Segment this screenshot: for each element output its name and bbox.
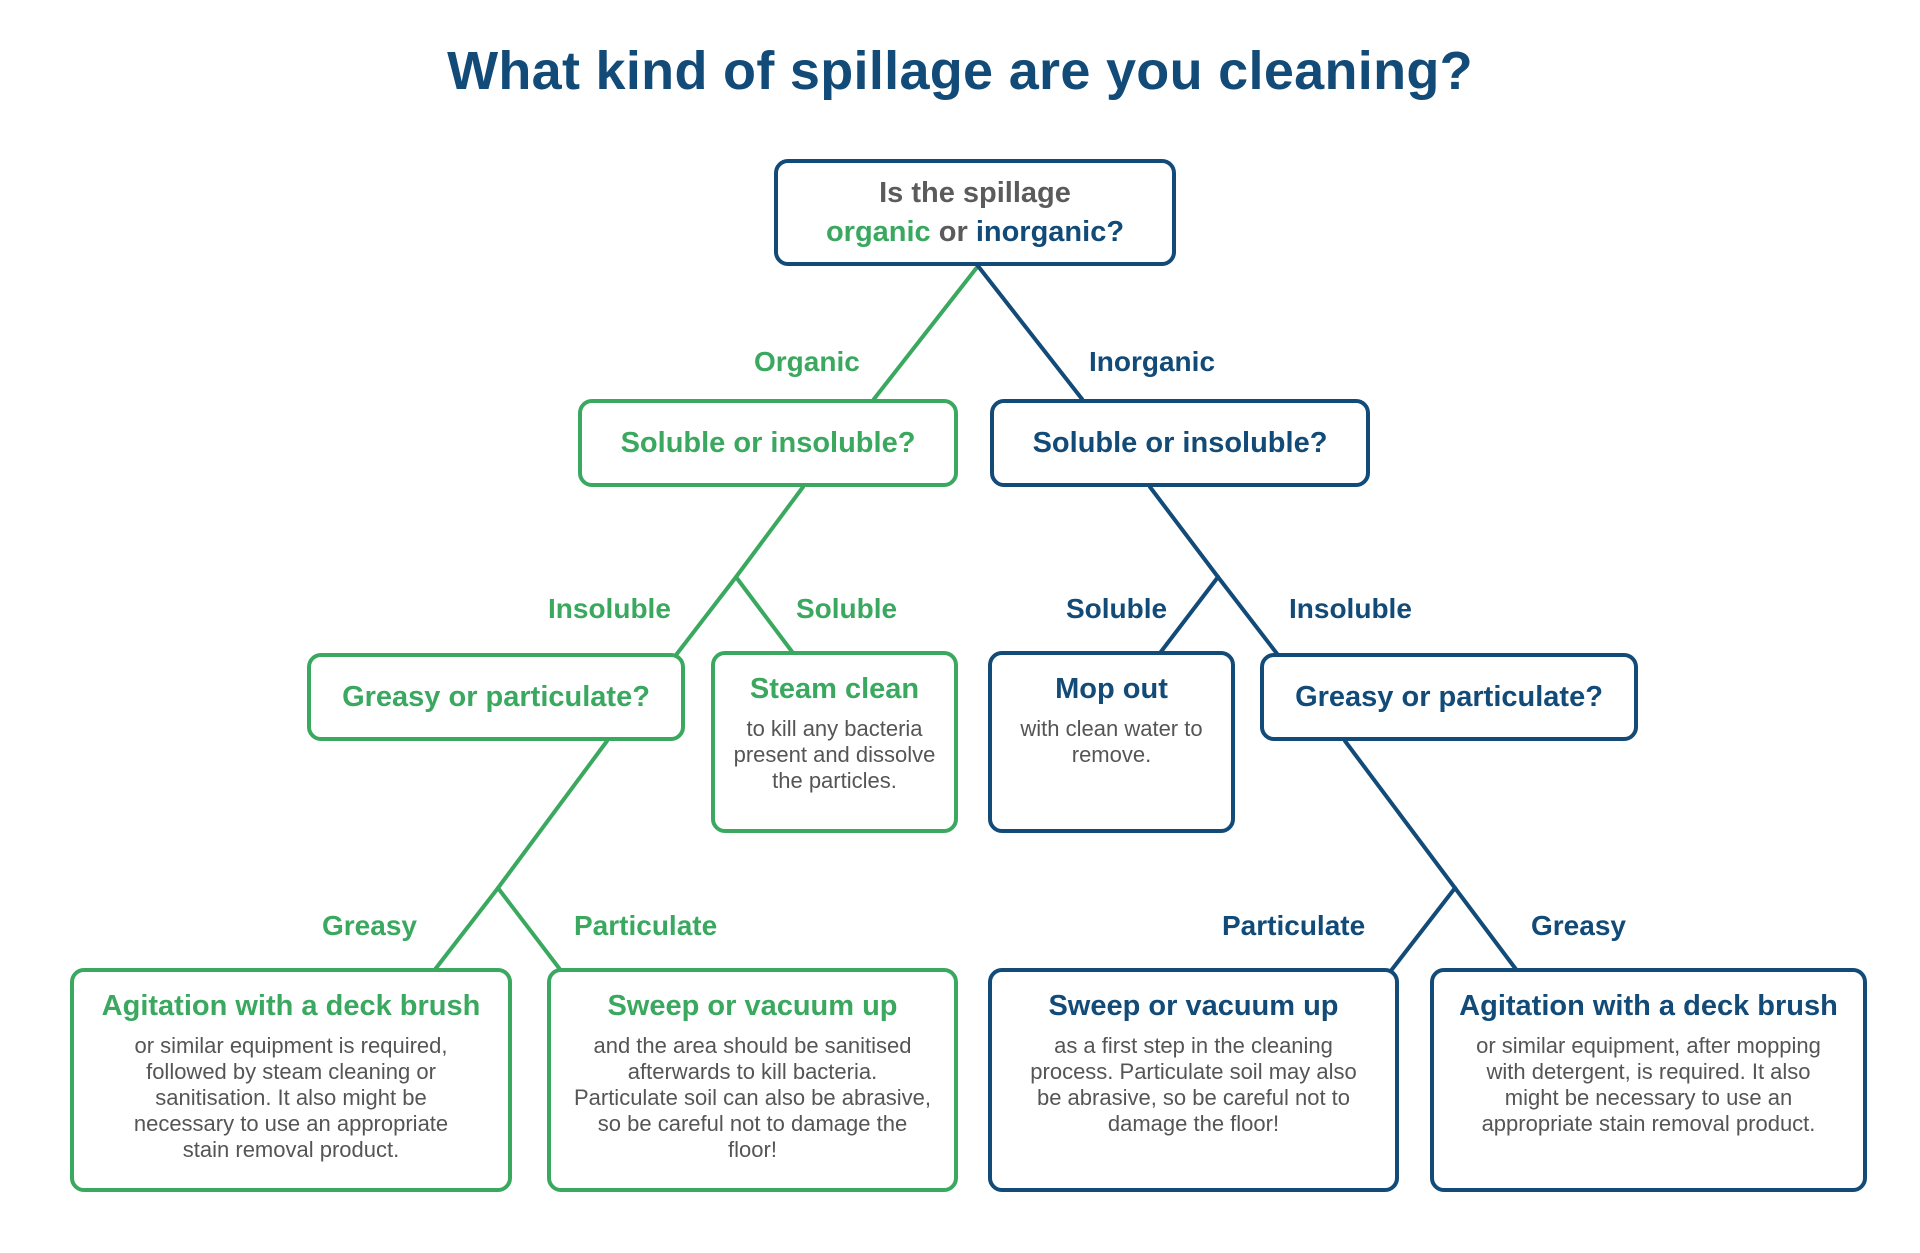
- inorganic-particulate-outcome-box: Sweep or vacuum up as a first step in th…: [988, 968, 1399, 1192]
- root-inorganic-word: inorganic?: [975, 215, 1125, 248]
- inorganic-greasy-question-box: Greasy or particulate?: [1260, 653, 1638, 741]
- connector-inorganic-insoluble: [1216, 575, 1280, 657]
- label-inorganic-soluble: Soluble: [1066, 593, 1168, 624]
- inorganic-soluble-question-box: Soluble or insoluble?: [990, 399, 1370, 487]
- connector-inorganic-soluble: [1158, 575, 1220, 655]
- label-organic-insoluble: Insoluble: [548, 593, 671, 624]
- mop-out-description: with clean water to remove.: [1020, 716, 1203, 767]
- root-or-word: or: [938, 215, 968, 248]
- label-organic-soluble: Soluble: [796, 593, 898, 624]
- mop-out-heading: Mop out: [1055, 673, 1168, 705]
- root-organic-word: organic: [825, 215, 931, 248]
- label-inorganic-insoluble: Insoluble: [1289, 593, 1412, 624]
- connector-organic-greasy: [431, 886, 500, 974]
- page-title: What kind of spillage are you cleaning?: [447, 41, 1473, 101]
- organic-greasy-question-box: Greasy or particulate?: [307, 653, 685, 741]
- organic-soluble-question-box: Soluble or insoluble?: [578, 399, 958, 487]
- steam-clean-description: to kill any bacteria present and dissolv…: [733, 716, 936, 793]
- organic-soluble-question-text: Soluble or insoluble?: [620, 426, 916, 459]
- root-question-line2: organic or inorganic?: [826, 216, 1124, 249]
- organic-greasy-outcome-description: or similar equipment is required, follow…: [133, 1033, 449, 1162]
- connector-inorganic-split: [1148, 485, 1220, 579]
- organic-greasy-outcome-heading: Agitation with a deck brush: [101, 990, 481, 1022]
- label-inorganic: Inorganic: [1089, 346, 1216, 377]
- root-question-box: Is the spillage organic or inorganic?: [774, 159, 1176, 266]
- inorganic-greasy-outcome-heading: Agitation with a deck brush: [1459, 990, 1838, 1022]
- inorganic-soluble-question-text: Soluble or insoluble?: [1032, 426, 1328, 459]
- steam-clean-heading: Steam clean: [749, 673, 920, 705]
- inorganic-greasy-question-text: Greasy or particulate?: [1295, 680, 1603, 713]
- inorganic-greasy-outcome-box: Agitation with a deck brush or similar e…: [1430, 968, 1867, 1192]
- label-organic-greasy: Greasy: [322, 910, 417, 941]
- inorganic-particulate-outcome-description: as a first step in the cleaning process.…: [1030, 1033, 1357, 1136]
- root-question-line1: Is the spillage: [879, 176, 1071, 209]
- connector-root-organic: [872, 264, 980, 401]
- label-organic-particulate: Particulate: [574, 910, 718, 941]
- connector-organic-particulate: [496, 886, 564, 974]
- organic-particulate-outcome-box: Sweep or vacuum up and the area should b…: [547, 968, 958, 1192]
- inorganic-greasy-outcome-description: or similar equipment, after mopping with…: [1476, 1033, 1821, 1136]
- organic-particulate-outcome-heading: Sweep or vacuum up: [607, 990, 898, 1022]
- mop-out-box: Mop out with clean water to remove.: [988, 651, 1235, 833]
- inorganic-particulate-outcome-heading: Sweep or vacuum up: [1048, 990, 1339, 1022]
- connector-organic-greasy-split: [496, 739, 609, 890]
- connector-inorganic-greasy-split: [1343, 739, 1457, 890]
- organic-greasy-outcome-box: Agitation with a deck brush or similar e…: [70, 968, 512, 1192]
- label-organic: Organic: [754, 346, 860, 377]
- steam-clean-box: Steam clean to kill any bacteria present…: [711, 651, 958, 833]
- connector-organic-soluble: [734, 575, 795, 655]
- connector-inorganic-greasy: [1453, 886, 1520, 974]
- organic-greasy-question-text: Greasy or particulate?: [342, 680, 650, 713]
- label-inorganic-greasy: Greasy: [1531, 910, 1626, 941]
- connector-root-inorganic: [976, 264, 1084, 401]
- connector-organic-split: [734, 485, 805, 579]
- connector-organic-insoluble: [674, 575, 738, 657]
- label-inorganic-particulate: Particulate: [1222, 910, 1366, 941]
- organic-particulate-outcome-description: and the area should be sanitised afterwa…: [573, 1033, 932, 1162]
- connector-inorganic-particulate: [1388, 886, 1457, 974]
